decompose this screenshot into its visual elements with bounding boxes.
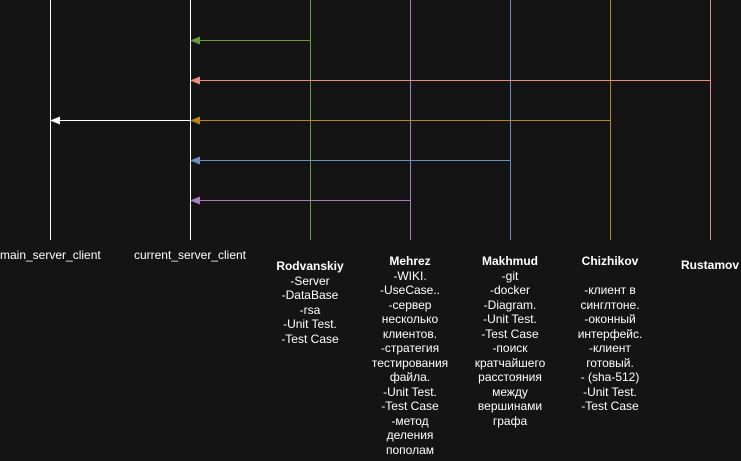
participant-rodvanskiy: Rodvanskiy -Server -DataBase -rsa -Unit …: [260, 259, 360, 346]
responsibility-line: -Test Case: [381, 399, 439, 413]
responsibility-line: -rsa: [299, 302, 321, 317]
responsibility-line: -git: [501, 268, 519, 283]
responsibility-line: -Test Case: [481, 326, 539, 341]
responsibility-line: -Unit Test.: [483, 312, 537, 326]
responsibility-line: вершинами: [477, 399, 543, 413]
participant-title: Mehrez: [389, 254, 431, 268]
participant-title: Makhmud: [481, 254, 538, 268]
responsibility-line: -Test Case: [281, 331, 339, 346]
responsibility-line: -Server: [290, 273, 330, 288]
responsibility-line: -оконный: [584, 312, 636, 326]
responsibility-line: -Unit Test.: [583, 384, 637, 399]
responsibility-line: графа: [492, 413, 528, 428]
responsibility-line: -docker: [489, 283, 530, 297]
participant-makhmud: Makhmud -git -docker -Diagram. -Unit Tes…: [460, 254, 560, 428]
responsibility-line: пополам: [385, 442, 434, 457]
responsibility-line: расстояния: [478, 370, 542, 384]
responsibility-line: файла.: [389, 370, 431, 384]
participant-title: Chizhikov: [581, 254, 639, 268]
participant-main-server-client: main_server_client: [0, 248, 102, 263]
participant-title: main_server_client: [0, 248, 101, 262]
responsibility-line: -DataBase: [281, 288, 339, 302]
responsibility-line: несколько: [381, 312, 439, 326]
participant-mehrez: Mehrez -WIKI. -UseCase.. -сервер несколь…: [360, 254, 460, 457]
responsibility-line: [560, 269, 660, 284]
responsibility-line: -Unit Test.: [383, 384, 437, 399]
responsibility-line: -сервер: [388, 297, 432, 312]
responsibility-line: -WIKI.: [393, 268, 427, 283]
responsibility-line: -UseCase..: [379, 283, 441, 297]
responsibility-line: -метод: [391, 413, 429, 428]
responsibility-line: готовый.: [586, 355, 634, 370]
participant-current-server-client: current_server_client: [120, 248, 260, 263]
participant-title: Rustamov: [681, 258, 740, 272]
responsibility-line: кратчайшего: [474, 355, 546, 370]
responsibility-line: тестирования: [371, 355, 449, 370]
responsibility-line: клиентов.: [382, 326, 438, 341]
participant-title: Rodvanskiy: [276, 259, 344, 273]
responsibility-line: -клиент: [589, 341, 631, 355]
participant-rustamov: Rustamov: [681, 258, 741, 273]
participant-title: current_server_client: [133, 248, 247, 262]
responsibility-line: интерфейс.: [577, 326, 643, 341]
responsibility-line: -клиент в: [584, 283, 636, 297]
responsibility-line: между: [492, 384, 528, 399]
responsibility-line: -стратегия: [380, 341, 440, 355]
responsibility-line: -поиск: [492, 341, 528, 355]
responsibility-line: - (sha-512): [580, 370, 640, 384]
responsibility-line: деления: [386, 428, 434, 442]
responsibility-line: -Unit Test.: [283, 317, 337, 331]
responsibility-line: -Test Case: [581, 399, 639, 413]
responsibility-line: -Diagram.: [483, 297, 537, 312]
participant-chizhikov: Chizhikov -клиент в синглтоне. -оконный …: [560, 254, 660, 414]
responsibility-line: синглтоне.: [580, 297, 640, 312]
